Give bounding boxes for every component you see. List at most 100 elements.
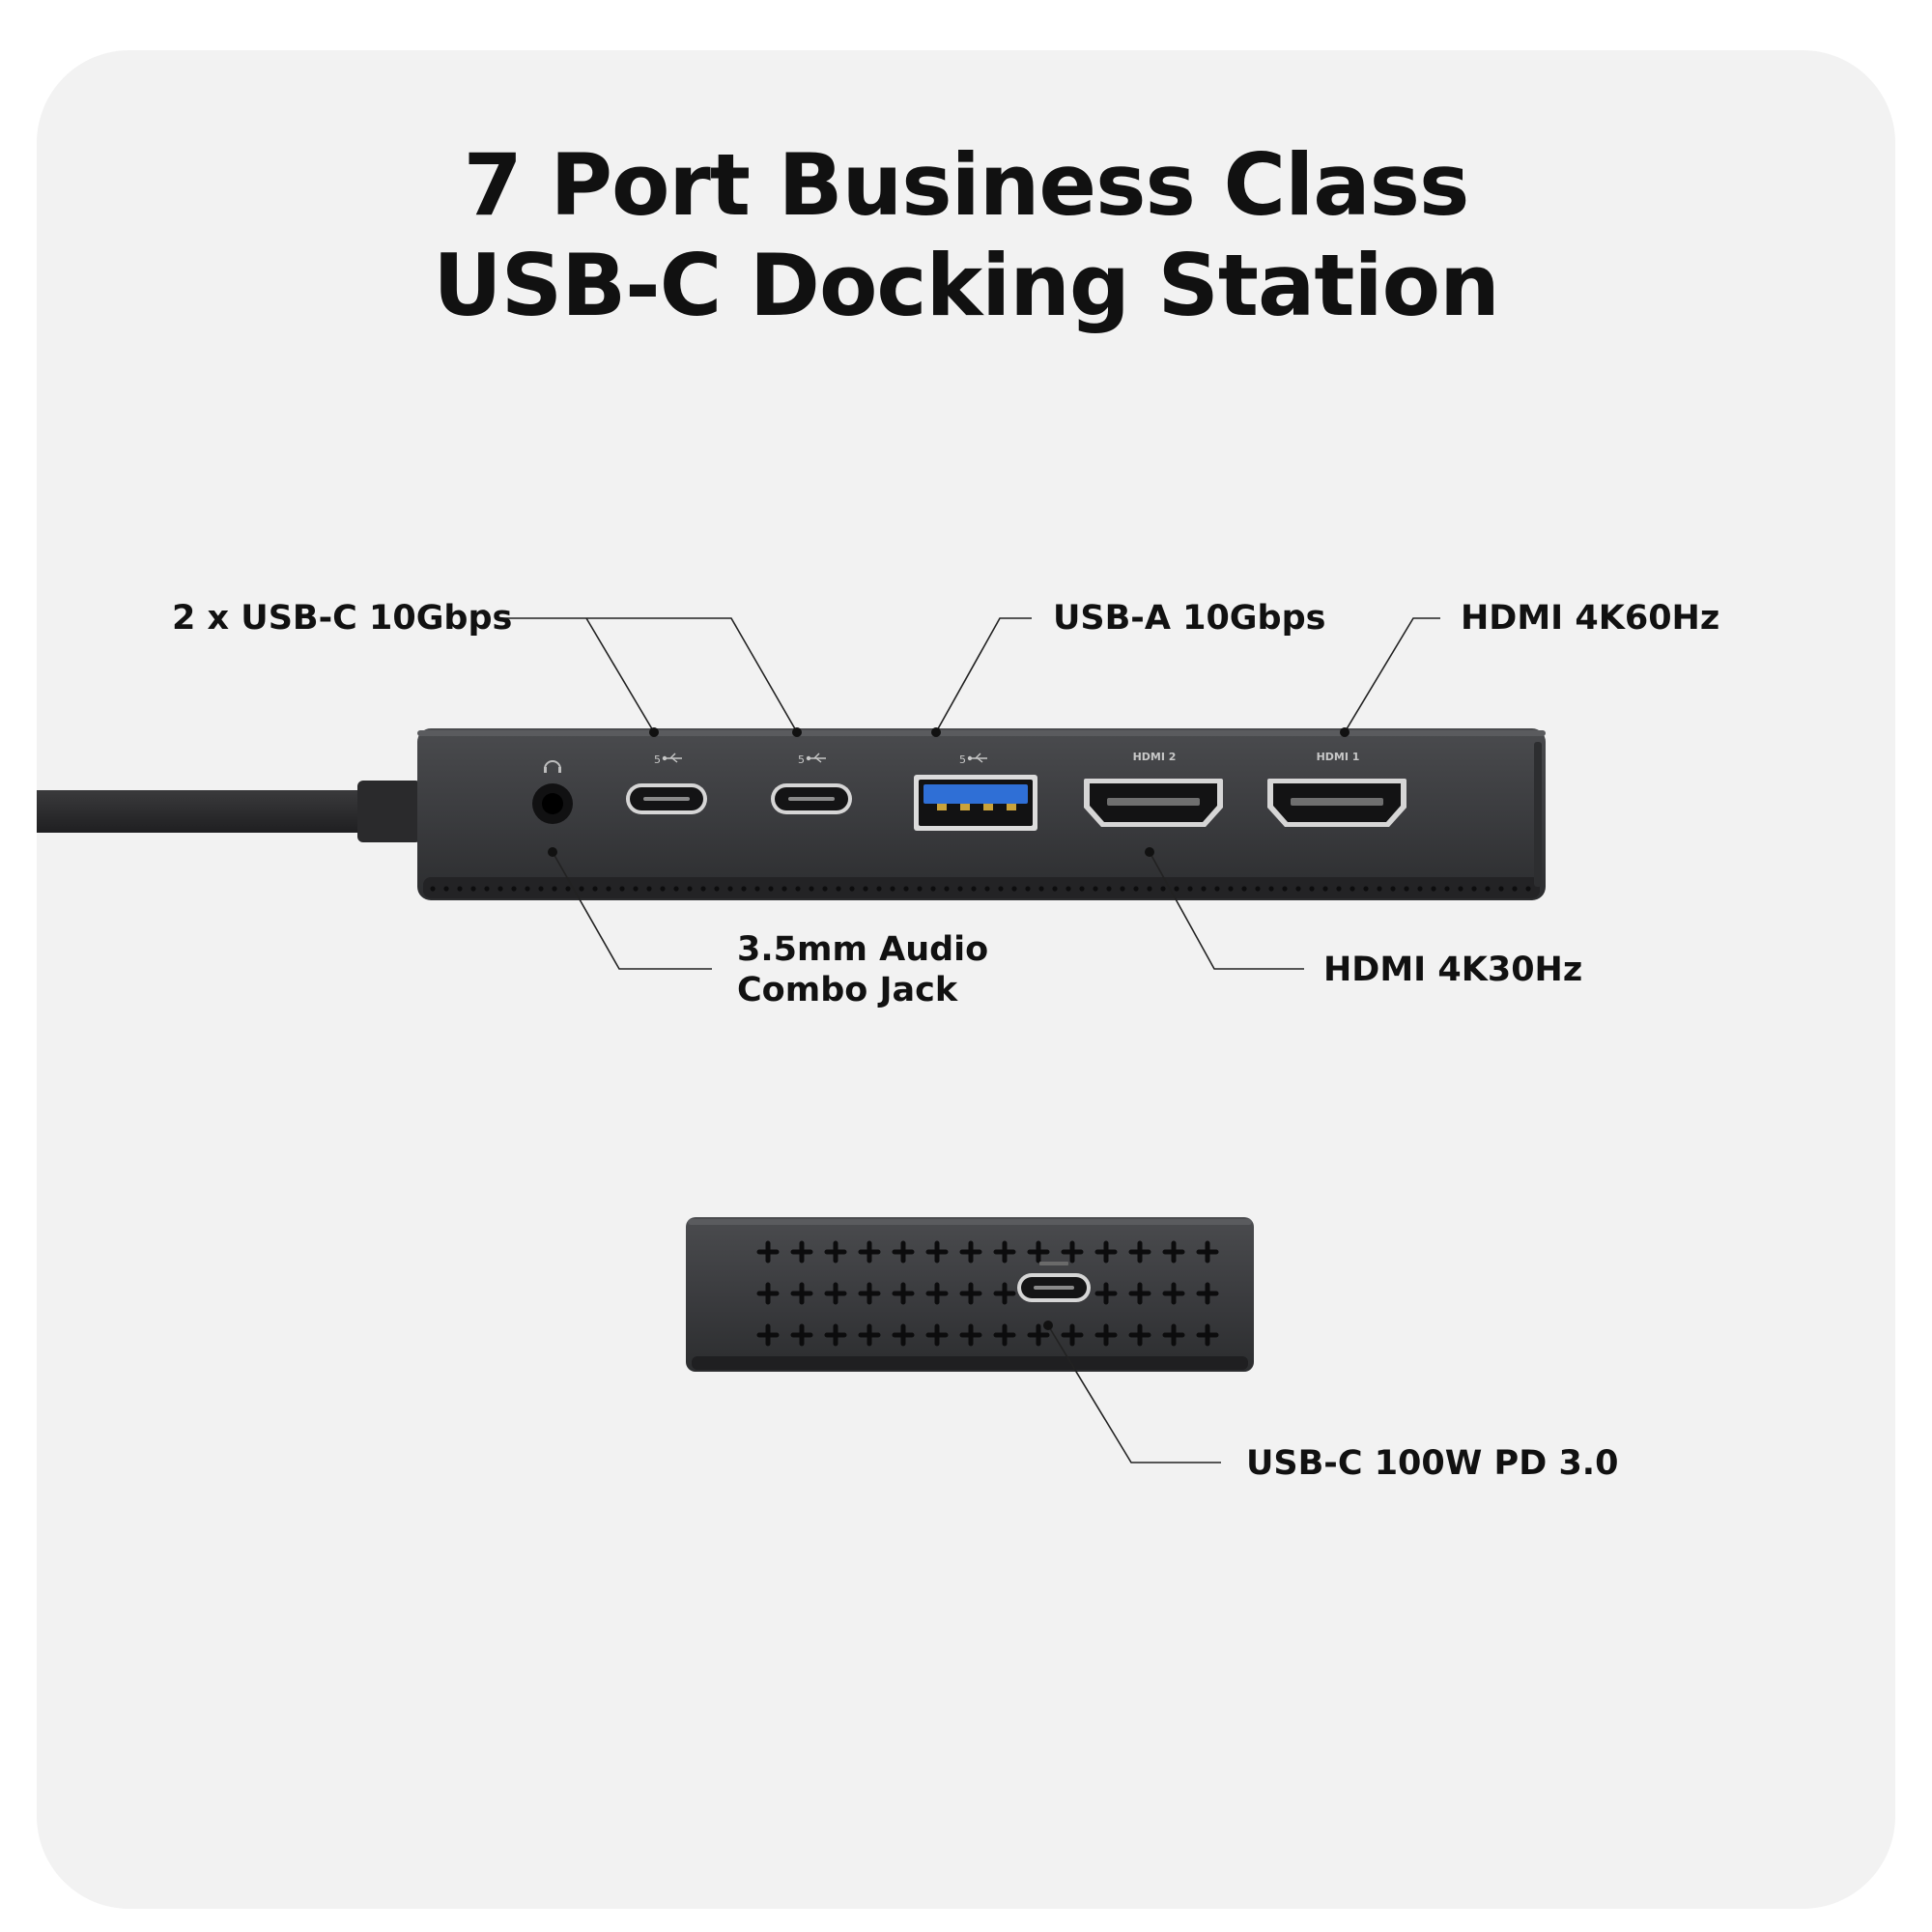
vent-cross [993, 1240, 1016, 1264]
vent-dot [781, 886, 787, 892]
vent-dot [1065, 886, 1071, 892]
usb-a-port: 5 [914, 753, 1037, 831]
leader-usba [935, 617, 1032, 733]
vent-cross [790, 1240, 813, 1264]
vent-cross [959, 1323, 982, 1347]
vent-dot [1431, 886, 1436, 892]
vent-dot [1498, 886, 1504, 892]
page-title: 7 Port Business Class USB-C Docking Stat… [0, 135, 1932, 336]
bottom-vent-dots [430, 886, 1531, 892]
vent-dot [754, 886, 760, 892]
background-panel [37, 50, 1895, 1909]
dock-rear-view [686, 1217, 1254, 1372]
vent-cross [824, 1323, 847, 1347]
vent-dot [1160, 886, 1166, 892]
ventilation-cross-pattern [756, 1240, 1219, 1347]
vent-dot [1295, 886, 1301, 892]
vent-dot [511, 886, 517, 892]
vent-dot [1038, 886, 1044, 892]
vent-dot [863, 886, 868, 892]
vent-dot [1228, 886, 1234, 892]
vent-dot [1093, 886, 1098, 892]
vent-dot [1201, 886, 1207, 892]
usb-symbol-icon [806, 753, 826, 763]
callout-audio-line-2: Combo Jack [737, 971, 958, 1009]
hdmi-port-1: HDMI 1 [1267, 751, 1406, 827]
vent-cross [858, 1240, 881, 1264]
vent-dot [944, 886, 950, 892]
vent-dot [714, 886, 720, 892]
vent-dot [1052, 886, 1058, 892]
vent-dot [957, 886, 963, 892]
vent-dot [592, 886, 598, 892]
vent-cross [756, 1282, 780, 1305]
vent-dot [1187, 886, 1193, 892]
vent-dot [809, 886, 814, 892]
callout-audio-line-1: 3.5mm Audio [737, 930, 989, 969]
vent-dot [822, 886, 828, 892]
callout-leader-lines [497, 617, 1440, 1463]
vent-dot [1309, 886, 1315, 892]
vent-dot [687, 886, 693, 892]
vent-dot [971, 886, 977, 892]
vent-dot [1255, 886, 1261, 892]
vent-dot [1336, 886, 1342, 892]
vent-cross [756, 1323, 780, 1347]
leader-pd [1047, 1324, 1221, 1463]
vent-dot [1512, 886, 1518, 892]
vent-dot [903, 886, 909, 892]
vent-cross [1027, 1240, 1050, 1264]
vent-dot [1404, 886, 1409, 892]
usb-symbol-icon [662, 753, 682, 763]
vent-cross [1196, 1282, 1219, 1305]
vent-dot [849, 886, 855, 892]
leader-usbc-1 [585, 617, 655, 733]
vent-cross [1162, 1240, 1185, 1264]
vent-dot [1174, 886, 1179, 892]
vent-cross [824, 1240, 847, 1264]
hdmi2-label: HDMI 2 [1133, 751, 1177, 763]
vent-dot [1377, 886, 1382, 892]
hdmi-port-2: HDMI 2 [1084, 751, 1223, 827]
vent-cross [1128, 1282, 1151, 1305]
vent-dot [1011, 886, 1017, 892]
vent-dot [917, 886, 923, 892]
callout-dots [548, 727, 1350, 1330]
vent-dot [1268, 886, 1274, 892]
vent-cross [892, 1323, 915, 1347]
vent-cross [1094, 1323, 1118, 1347]
vent-cross [925, 1323, 949, 1347]
vent-dot [1214, 886, 1220, 892]
vent-dot [552, 886, 557, 892]
vent-dot [457, 886, 463, 892]
vent-dot [1363, 886, 1369, 892]
vent-dot [1322, 886, 1328, 892]
usb-c-port-1: 5 [626, 753, 707, 814]
vent-dot [646, 886, 652, 892]
usb-symbol-icon [967, 753, 987, 763]
vent-dot [1525, 886, 1531, 892]
vent-dot [1471, 886, 1477, 892]
vent-dot [525, 886, 530, 892]
vent-cross [858, 1323, 881, 1347]
vent-dot [768, 886, 774, 892]
vent-cross [1162, 1282, 1185, 1305]
vent-dot [1147, 886, 1152, 892]
vent-dot [484, 886, 490, 892]
vent-dot [565, 886, 571, 892]
usb-c-cable [37, 781, 421, 842]
leader-hdmi60 [1344, 617, 1440, 733]
leader-hdmi30 [1149, 851, 1304, 970]
vent-dot [1120, 886, 1125, 892]
vent-cross [959, 1240, 982, 1264]
callout-usb-a: USB-A 10Gbps [1053, 599, 1326, 638]
vent-dot [430, 886, 436, 892]
vent-dot [890, 886, 895, 892]
hdmi1-label: HDMI 1 [1317, 751, 1360, 763]
vent-dot [876, 886, 882, 892]
title-line-1: 7 Port Business Class [463, 135, 1470, 235]
vent-cross [1162, 1323, 1185, 1347]
vent-dot [538, 886, 544, 892]
audio-jack-port [532, 760, 573, 824]
vent-dot [1350, 886, 1355, 892]
